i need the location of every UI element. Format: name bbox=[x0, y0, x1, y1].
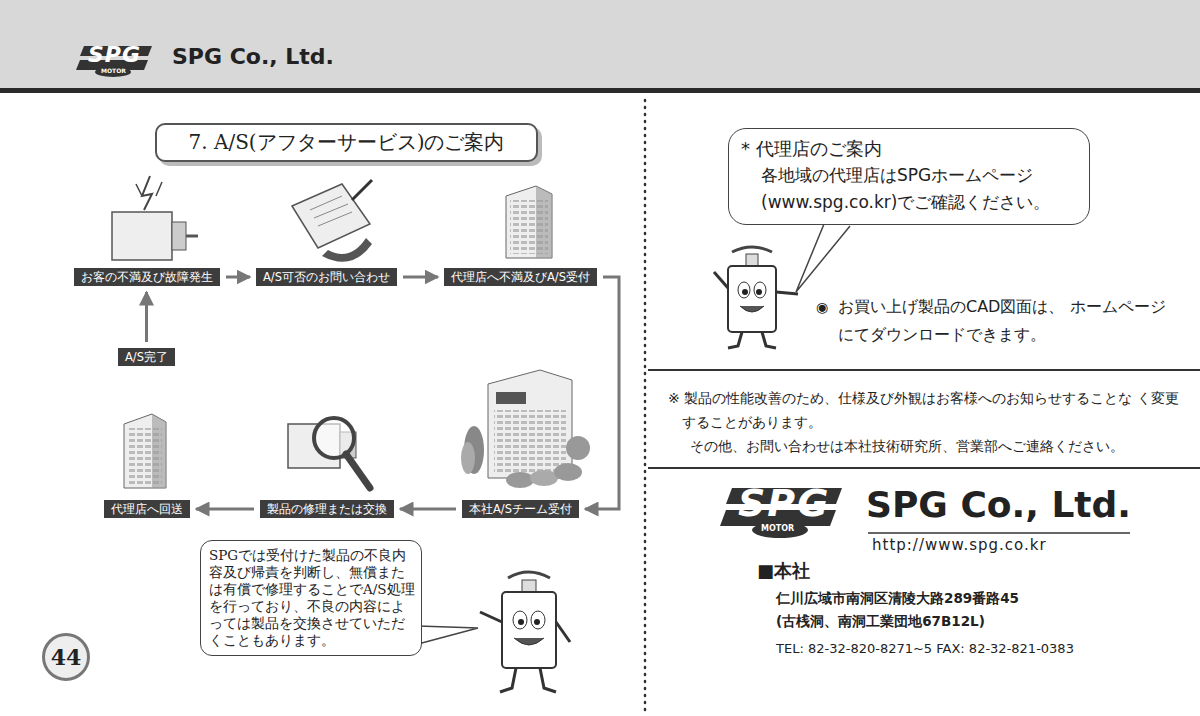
node-text: A/S完了 bbox=[125, 350, 168, 364]
node-text: 7. A/S(アフターサービス)のご案内 bbox=[189, 129, 505, 156]
rule bbox=[868, 532, 1130, 534]
process-bar: 本社A/Sチーム受付 bbox=[462, 500, 579, 518]
bubble-tail bbox=[418, 626, 478, 644]
node-text: A/S可否のお問い合わせ bbox=[263, 270, 390, 284]
flow-arrow bbox=[145, 292, 148, 342]
note: お買い上げ製品のCAD図面は、 ホームページにてダウンロードできます。 bbox=[838, 293, 1168, 349]
mascot bbox=[714, 247, 798, 348]
flow-arrow bbox=[403, 276, 438, 279]
process-bar: 代理店へ回送 bbox=[104, 500, 190, 518]
process-bar: 代理店へ不満及びA/S受付 bbox=[444, 268, 597, 286]
agency-building bbox=[506, 186, 552, 258]
mascot bbox=[480, 572, 570, 692]
node-text: 本社A/Sチーム受付 bbox=[469, 502, 572, 516]
company-name: SPG Co., Ltd. bbox=[866, 484, 1131, 525]
logo-subtext: MOTOR bbox=[761, 524, 794, 533]
agency-building bbox=[124, 414, 166, 488]
node-text: * 代理店のご案内 bbox=[741, 135, 1079, 162]
address: (古桟洞、南洞工業団地67B12L) bbox=[776, 613, 985, 631]
node-text: 各地域の代理店はSPGホームページ (www.spg.co.kr)でご確認くださ… bbox=[741, 162, 1079, 216]
clipboard-icon bbox=[292, 180, 372, 262]
flow-arrow bbox=[196, 508, 254, 511]
node-text: SPGでは受付けた製品の不良内容及び帰責を判断し、無償または有償で修理することで… bbox=[209, 547, 415, 649]
rule bbox=[648, 467, 1200, 469]
section-heading: ■本社 bbox=[757, 559, 810, 583]
node-text: お客の不満及び故障発生 bbox=[81, 270, 213, 284]
address: 仁川広域市南洞区清陵大路289番路45 bbox=[776, 590, 1019, 608]
logo-text: SPG bbox=[738, 481, 830, 525]
head-office bbox=[461, 370, 590, 488]
bubble-tail bbox=[796, 224, 850, 292]
logo-text: SPG bbox=[88, 42, 141, 67]
process-bar: A/S可否のお問い合わせ bbox=[256, 268, 397, 286]
flow-arrow bbox=[400, 508, 456, 511]
speech-bubble: SPGでは受付けた製品の不良内容及び帰責を判断し、無償または有償で修理することで… bbox=[200, 540, 422, 656]
url: http://www.spg.co.kr bbox=[872, 536, 1047, 554]
header-band bbox=[0, 0, 1200, 88]
bullet: ◉ bbox=[816, 299, 828, 315]
node-text: 代理店へ不満及びA/S受付 bbox=[451, 270, 590, 284]
rule bbox=[648, 369, 1200, 371]
logo-subtext: MOTOR bbox=[101, 67, 126, 74]
flow-arrow bbox=[585, 277, 619, 509]
page-number: 44 bbox=[42, 633, 90, 681]
phone-fax: TEL: 82-32-820-8271~5 FAX: 82-32-821-038… bbox=[776, 641, 1074, 656]
speech-bubble: * 代理店のご案内各地域の代理店はSPGホームページ (www.spg.co.k… bbox=[728, 128, 1090, 225]
header-rule bbox=[0, 88, 1200, 93]
flow-arrow bbox=[226, 276, 250, 279]
node-text: 代理店へ回送 bbox=[111, 502, 183, 516]
title-box: 7. A/S(アフターサービス)のご案内 bbox=[155, 123, 538, 162]
node-text: 44 bbox=[51, 644, 82, 670]
motor-icon bbox=[112, 176, 198, 260]
inspection-icon bbox=[288, 418, 370, 488]
process-bar: A/S完了 bbox=[118, 348, 175, 366]
process-bar: 製品の修理または交換 bbox=[260, 500, 394, 518]
company-name: SPG Co., Ltd. bbox=[172, 44, 334, 69]
process-bar: お客の不満及び故障発生 bbox=[74, 268, 220, 286]
note: その他、お問い合わせは本社技術研究所、営業部へご連絡ください。 bbox=[690, 434, 1124, 458]
divider bbox=[644, 100, 647, 716]
note: ※ 製品の性能改善のため、仕様及び外観はお客様へのお知らせすることな く変更する… bbox=[668, 386, 1187, 434]
node-text: 製品の修理または交換 bbox=[267, 502, 387, 516]
